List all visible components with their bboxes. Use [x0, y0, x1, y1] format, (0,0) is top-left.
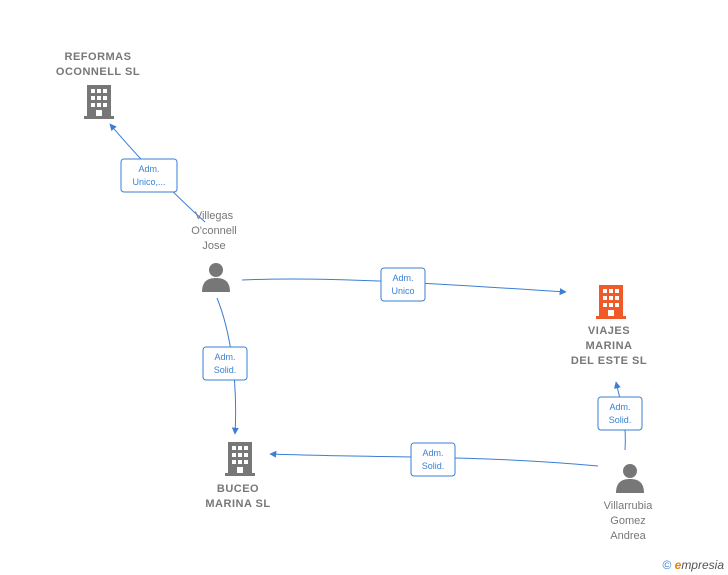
- relation-label-e5-line2: Solid.: [609, 415, 632, 425]
- node-villegas-oconnell-jose[interactable]: Villegas O'connell Jose: [191, 210, 237, 292]
- relation-label-e4[interactable]: Adm. Solid.: [410, 442, 456, 477]
- relation-label-e4-line2: Solid.: [422, 461, 445, 471]
- relation-label-e3-line1: Adm.: [214, 352, 235, 362]
- node-villarrubia-gomez-andrea[interactable]: Villarrubia Gomez Andrea: [604, 464, 654, 542]
- node-viajes-label-line2: MARINA: [586, 340, 633, 352]
- relation-label-e1-line2: Unico,...: [132, 177, 165, 187]
- node-viajes-label-line3: DEL ESTE SL: [571, 355, 647, 367]
- node-reformas-label-line2: OCONNELL SL: [56, 66, 140, 78]
- relation-label-e1[interactable]: Adm. Unico,...: [120, 158, 178, 193]
- relation-label-e3[interactable]: Adm. Solid.: [202, 346, 248, 381]
- person-icon: [616, 464, 644, 493]
- relation-label-e1-line1: Adm.: [138, 164, 159, 174]
- empresia-watermark: © empresia: [662, 558, 724, 572]
- building-icon: [84, 85, 114, 119]
- node-reformas-oconnell[interactable]: REFORMAS OCONNELL SL: [56, 51, 140, 119]
- relation-label-e4-line1: Adm.: [422, 448, 443, 458]
- node-villegas-label-line2: O'connell: [191, 225, 237, 237]
- node-viajes-label-line1: VIAJES: [588, 325, 630, 337]
- relation-label-e2[interactable]: Adm. Unico: [380, 267, 426, 302]
- brand-name: mpresia: [681, 558, 724, 572]
- relation-label-e5[interactable]: Adm. Solid.: [597, 396, 643, 431]
- node-buceo-label-line2: MARINA SL: [205, 498, 270, 510]
- node-villegas-label-line1: Villegas: [195, 210, 234, 222]
- relation-label-e3-line2: Solid.: [214, 365, 237, 375]
- node-villegas-label-line3: Jose: [202, 240, 225, 252]
- node-buceo-marina[interactable]: BUCEO MARINA SL: [205, 442, 270, 510]
- relation-label-e2-line1: Adm.: [392, 273, 413, 283]
- building-icon: [225, 442, 255, 476]
- person-icon: [202, 263, 230, 292]
- node-villarrubia-label-line1: Villarrubia: [604, 500, 654, 512]
- relation-label-e5-line1: Adm.: [609, 402, 630, 412]
- relation-label-e2-line2: Unico: [391, 286, 414, 296]
- node-reformas-label-line1: REFORMAS: [65, 51, 132, 63]
- node-buceo-label-line1: BUCEO: [217, 483, 259, 495]
- node-viajes-marina-del-este[interactable]: VIAJES MARINA DEL ESTE SL: [571, 285, 647, 367]
- brand-initial: e: [674, 558, 682, 572]
- node-villarrubia-label-line3: Andrea: [610, 530, 646, 542]
- node-villarrubia-label-line2: Gomez: [610, 515, 645, 527]
- copyright-symbol: ©: [662, 558, 672, 572]
- building-icon: [596, 285, 626, 319]
